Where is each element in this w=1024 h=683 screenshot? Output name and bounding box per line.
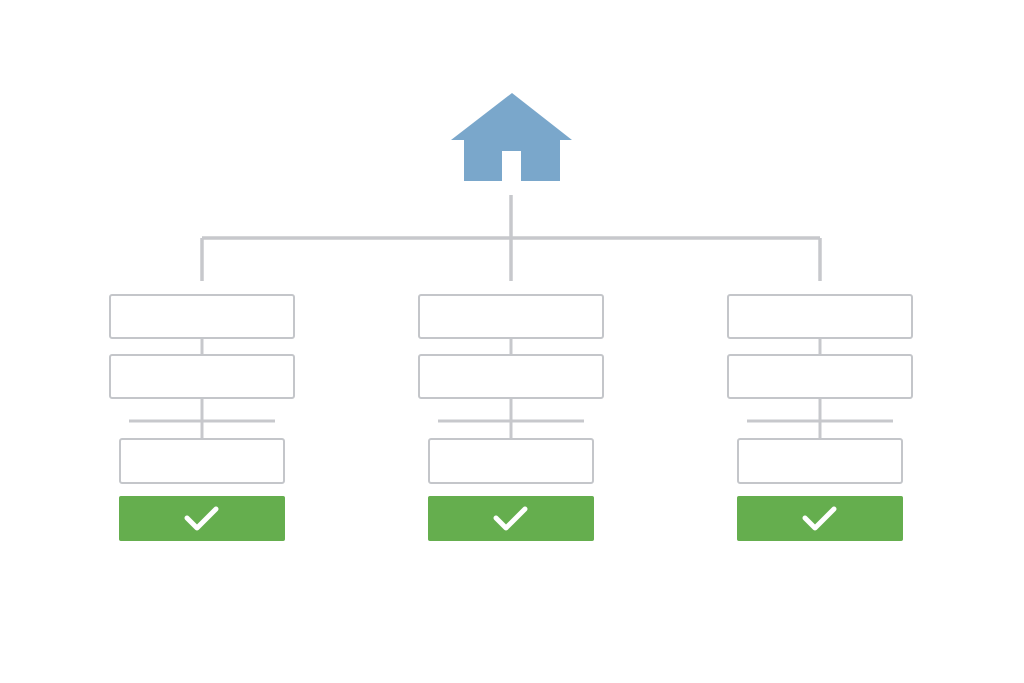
branch-right-step-2 [727,354,913,399]
branch-left-step-1 [109,294,295,339]
branch-left-step-2 [109,354,295,399]
branch-left-status-bar [119,496,285,541]
branch-right-step-3 [737,438,903,484]
home-icon [451,93,572,181]
checkmark-icon [493,506,528,531]
branch-right-status-bar [737,496,903,541]
branch-center-step-1 [418,294,604,339]
branch-right-step-1 [727,294,913,339]
branch-left-step-3 [119,438,285,484]
checkmark-icon [802,506,837,531]
branch-center-status-bar [428,496,594,541]
branch-center-step-2 [418,354,604,399]
checkmark-icon [184,506,219,531]
branch-center-step-3 [428,438,594,484]
